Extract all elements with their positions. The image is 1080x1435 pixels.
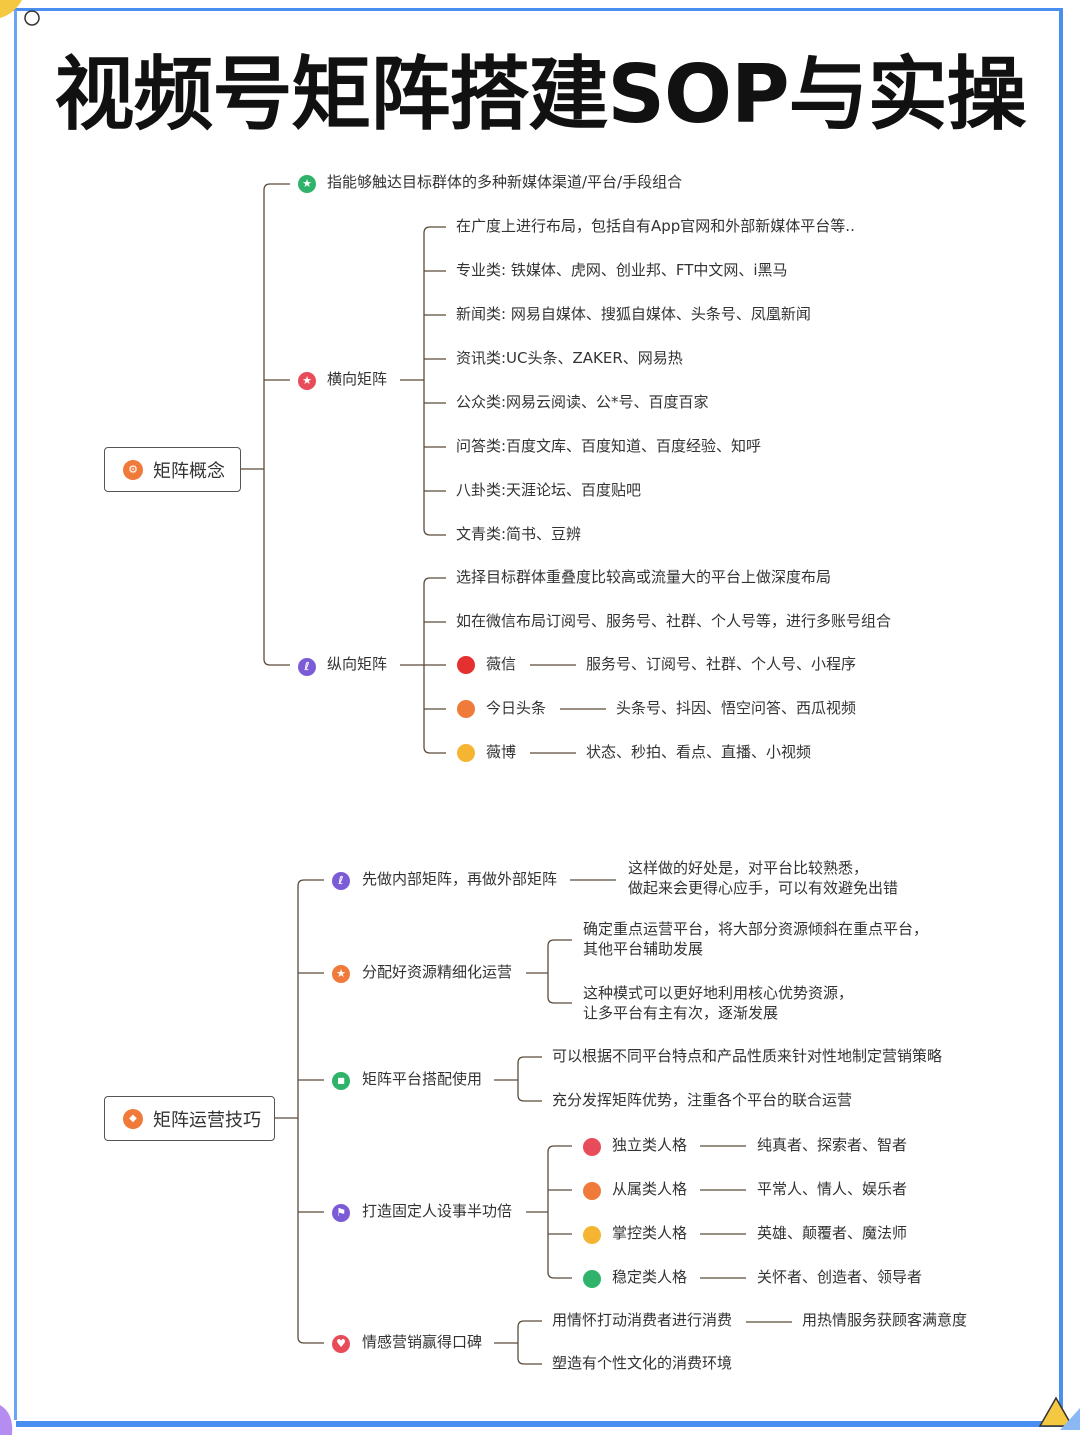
number-badge-4 [583,1270,601,1288]
branch-2-leaves [547,939,572,947]
tree2-main-branch [297,879,324,887]
horizontal-item-6: 问答类:百度文库、百度知道、百度经验、知呼 [456,437,762,455]
node-vertical-matrix: 纵向矩阵 [327,655,388,673]
branch-2-leaf-2: 这种模式可以更好地利用核心优势资源， 让多平台有主有次，逐渐发展 [583,983,853,1023]
branch-3-leaf-1-line-1: 可以根据不同平台特点和产品性质来针对性地制定营销策略 [552,1047,943,1065]
root-node-matrix-operations-label: 矩阵运营技巧 [153,1109,261,1131]
branch-5-leaf-2: 塑造有个性文化的消费环境 [552,1353,732,1373]
branch-5-extra: 用热情服务获顾客满意度 [802,1311,968,1329]
tree1-main-branch [263,183,290,191]
horizontal-item-5: 公众类:网易云阅读、公*号、百度百家 [456,393,709,411]
frame-top-border [10,8,1062,11]
platform-2-detail: 头条号、抖因、悟空问答、西瓜视频 [616,699,857,717]
number-badge-2 [457,700,475,718]
branch-3-label: 矩阵平台搭配使用 [362,1070,483,1088]
branch-5-label: 情感营销赢得口碑 [362,1333,483,1351]
persona-1-name: 独立类人格 [612,1136,688,1154]
branch-2-leaf-1-line-1: 确定重点运营平台，将大部分资源倾斜在重点平台， [583,920,929,938]
root-node-matrix-operations: ◆ 矩阵运营技巧 [104,1096,275,1141]
branch-4-personas [547,1145,572,1153]
horizontal-items [423,226,446,234]
branch-2-leaf-1: 确定重点运营平台，将大部分资源倾斜在重点平台， 其他平台辅助发展 [583,919,928,959]
star-icon: ★ [332,965,350,983]
branch-5-leaf-1: 用情怀打动消费者进行消费 [552,1310,732,1330]
number-badge-3 [583,1226,601,1244]
vertical-item-1: 选择目标群体重叠度比较高或流量大的平台上做深度布局 [456,568,832,586]
number-badge-1 [583,1138,601,1156]
star-icon: ★ [298,372,316,390]
frame-bottom-border [16,1421,1066,1427]
root-node-matrix-concept-label: 矩阵概念 [153,460,225,482]
frame-left-border [14,10,17,1420]
platform-1-name: 薇信 [486,655,517,673]
tree2-main-branch [297,1336,324,1344]
branch-3-leaf-1: 可以根据不同平台特点和产品性质来针对性地制定营销策略 [552,1046,942,1066]
node-horizontal-matrix: 横向矩阵 [327,370,388,388]
persona-3-name: 掌控类人格 [612,1224,688,1242]
persona-2-name: 从属类人格 [612,1180,688,1198]
platform-3-detail: 状态、秒拍、看点、直播、小视频 [586,743,812,761]
horizontal-item-4: 资讯类:UC头条、ZAKER、网易热 [456,349,683,367]
platform-3-name: 薇博 [486,743,517,761]
branch-5-leaf-2-line-1: 塑造有个性文化的消费环境 [552,1354,733,1372]
corner-decoration-bottom-right [1038,1396,1080,1430]
persona-2-detail: 平常人、情人、娱乐者 [757,1180,908,1198]
branch-3-leaves [517,1094,542,1102]
branch-5-leaves [517,1320,542,1328]
branch-2-leaf-2-line-1: 这种模式可以更好地利用核心优势资源， [583,984,854,1002]
flag-icon: ⚑ [332,1204,350,1222]
thermometer-icon: ℓ [298,658,316,676]
branch-1-leaf-1-line-2: 做起来会更得心应手，可以有效避免出错 [628,879,899,897]
root-node-matrix-concept: ⚙ 矩阵概念 [104,447,241,492]
branch-4-personas [547,1271,572,1279]
branch-3-leaves [517,1056,542,1064]
branch-5-leaf-1-line-1: 用情怀打动消费者进行消费 [552,1311,733,1329]
corner-decoration-bottom-left [0,1405,13,1435]
branch-2-leaf-2-line-2: 让多平台有主有次，逐渐发展 [583,1004,779,1022]
persona-4-detail: 关怀者、创造者、领导者 [757,1268,923,1286]
cup-icon: ◆ [123,1108,143,1129]
number-badge-1 [457,656,475,674]
thermometer-icon: ℓ [332,872,350,890]
branch-1-label: 先做内部矩阵，再做外部矩阵 [362,870,558,888]
corner-decoration-top-left [0,0,40,26]
branch-2-leaves [547,996,572,1004]
horizontal-items [423,528,446,536]
branch-2-label: 分配好资源精细化运营 [362,963,513,981]
persona-4-name: 稳定类人格 [612,1268,688,1286]
frame-right-border [1059,8,1063,1413]
branch-1-leaf-1-line-1: 这样做的好处是，对平台比较熟悉， [628,859,869,877]
platform-1-detail: 服务号、订阅号、社群、个人号、小程序 [586,655,857,673]
branch-1-leaf-1: 这样做的好处是，对平台比较熟悉， 做起来会更得心应手，可以有效避免出错 [628,858,898,898]
vertical-item-2: 如在微信布局订阅号、服务号、社群、个人号等，进行多账号组合 [456,612,892,630]
branch-3-leaf-2: 充分发挥矩阵优势，注重各个平台的联合运营 [552,1090,852,1110]
branch-3-leaf-2-line-1: 充分发挥矩阵优势，注重各个平台的联合运营 [552,1091,853,1109]
star-icon: ★ [298,175,316,193]
branch-2-leaf-1-line-2: 其他平台辅助发展 [583,940,704,958]
horizontal-item-7: 八卦类:天涯论坛、百度贴吧 [456,481,642,499]
node-definition: 指能够触达目标群体的多种新媒体渠道/平台/手段组合 [327,173,683,191]
branch-4-label: 打造固定人设事半功倍 [362,1202,513,1220]
page-title: 视频号矩阵搭建SOP与实操 [54,48,1026,141]
persona-1-detail: 纯真者、探索者、智者 [757,1136,908,1154]
vertical-items [423,577,446,585]
tree1-main-branch [263,658,290,666]
number-badge-2 [583,1182,601,1200]
number-badge-3 [457,744,475,762]
lock-icon: ■ [332,1072,350,1090]
persona-3-detail: 英雄、颠覆者、魔法师 [757,1224,908,1242]
gear-icon: ⚙ [123,459,143,480]
branch-5-leaves [517,1357,542,1365]
horizontal-item-1: 在广度上进行布局，包括自有App官网和外部新媒体平台等.. [456,217,855,235]
heart-icon: ♥ [332,1335,350,1353]
horizontal-item-2: 专业类: 铁媒体、虎网、创业邦、FT中文网、i黑马 [456,261,788,279]
horizontal-item-8: 文青类:简书、豆辨 [456,525,582,543]
vertical-items [423,746,446,754]
horizontal-item-3: 新闻类: 网易自媒体、搜狐自媒体、头条号、凤凰新闻 [456,305,811,323]
platform-2-name: 今日头条 [486,699,547,717]
